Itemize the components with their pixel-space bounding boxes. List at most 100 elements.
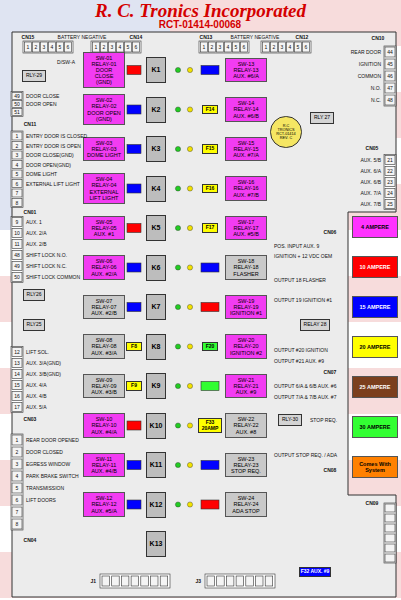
connector-name: CN12 [296,35,309,40]
connector-pin [12,381,22,390]
connector-pin [12,240,22,249]
board-details [11,41,396,588]
relay-label: SW-22RELAY-22AUX. #8 [225,413,267,437]
relay-box: RELAY 28 [300,319,331,331]
node-text: F17 [206,225,215,231]
fuse [201,263,219,272]
pin-number: 15 [14,383,20,388]
connector-pin [12,483,22,493]
node-text: ADA STOP [232,508,259,514]
relay-socket: K5 [146,215,166,241]
node-text: RELAY-20 [233,343,258,349]
connector-pin [385,71,395,81]
fuse [201,303,219,312]
node-text: SW-11 [96,456,112,462]
connector-pin [93,42,100,52]
connector-pin [160,576,168,586]
board-label: DOOR CLOSE [26,94,59,99]
pin-number: 3 [16,462,19,467]
board-label: IGNITION [359,62,381,67]
connector-housing [384,155,396,210]
board-label: DOOR CLOSED [26,450,63,455]
connector-pin [385,504,395,512]
node-text: RLY25 [27,322,42,328]
connector-pin [133,42,140,52]
fuse [201,66,219,75]
node-text: RELAY-19 [233,304,258,310]
node-text: F8 [131,344,137,350]
connector-pin [226,576,234,586]
board-label: AUX. 3/B(GND) [26,372,61,377]
board-label: DOOR OPEN(GND) [26,162,71,167]
connector-pin [287,42,294,52]
node-text: AUX. #9 [236,389,256,395]
led [187,107,192,112]
node-text: SW-10 [96,416,113,422]
pin-number: 1 [95,45,98,50]
connector-pin [12,435,22,445]
connector-name: CN01 [24,210,37,215]
connector-pin [101,42,108,52]
pin-number: 5 [297,45,300,50]
connector-name: J3 [195,579,201,584]
node-text: K5 [152,224,161,232]
pin-number: 13 [14,361,20,366]
node-text: K9 [152,382,161,390]
led [187,304,192,309]
connector-pin [12,93,22,100]
connector-pin [385,47,395,57]
node-text: IGNITION #1 [230,310,262,316]
node-text: AUX. #7/A [233,152,259,158]
fuse [201,382,219,391]
connector-pin [385,534,395,542]
pin-number: 3 [16,153,19,158]
fuse [127,500,141,509]
node-text: SW-01 [96,55,113,61]
board-label: EXTERNAL LIFT LIGHT [26,181,80,186]
connector-pin [102,576,110,586]
fuse [127,224,141,233]
pin-number: 3 [43,45,46,50]
connector-name: CN08 [324,468,337,473]
pin-number: 6 [16,498,19,503]
node-text: EXTERNAL LIFT LIGHT [86,189,122,201]
connector-pin [125,42,132,52]
pin-number: 22 [387,169,393,174]
pin-number: 1 [265,45,268,50]
pin-number: 12 [14,350,20,355]
connector-name: CN10 [372,36,385,41]
relay-socket: K3 [146,136,166,162]
connector-pin [271,42,278,52]
pin-number: 3 [281,45,284,50]
connector-pin [12,218,22,227]
pin-number: 6 [16,181,19,186]
led [187,462,192,467]
board-label: POS. INPUT AUX. 9 [274,244,319,249]
connector-pin [12,403,22,412]
pin-number: 7 [16,510,19,515]
legend-swatch: 30 AMPERE [352,416,398,438]
node-text: RELAY-02 [91,103,116,109]
pin-number: 1 [27,45,30,50]
connector-pin [12,170,22,178]
node-text: RLY 27 [314,115,330,121]
node-text: SW-05 [96,219,113,225]
pin-number: 5 [59,45,62,50]
connector-housing [11,434,23,530]
connector-housing [11,217,23,283]
board-label: SHIFT LOCK COMMON [26,275,80,280]
node-text: F20 [206,344,215,350]
board-label: DOOR OPEN [26,102,57,107]
board-label: AUX. 6/A [360,169,381,174]
node-text: DOOR OPEN [87,110,121,116]
relay-label: SW-16RELAY-16AUX. #7/B [225,176,267,200]
connector-pin [12,262,22,271]
relay-label: SW-17RELAY-17AUX. #5/B [225,216,267,240]
led [175,225,180,230]
node-text: K6 [152,264,161,272]
pin-number: 6 [67,45,70,50]
node-text: AUX. #1 [94,231,114,237]
pin-number: 50 [14,275,20,280]
node-text: R.C [283,124,290,128]
